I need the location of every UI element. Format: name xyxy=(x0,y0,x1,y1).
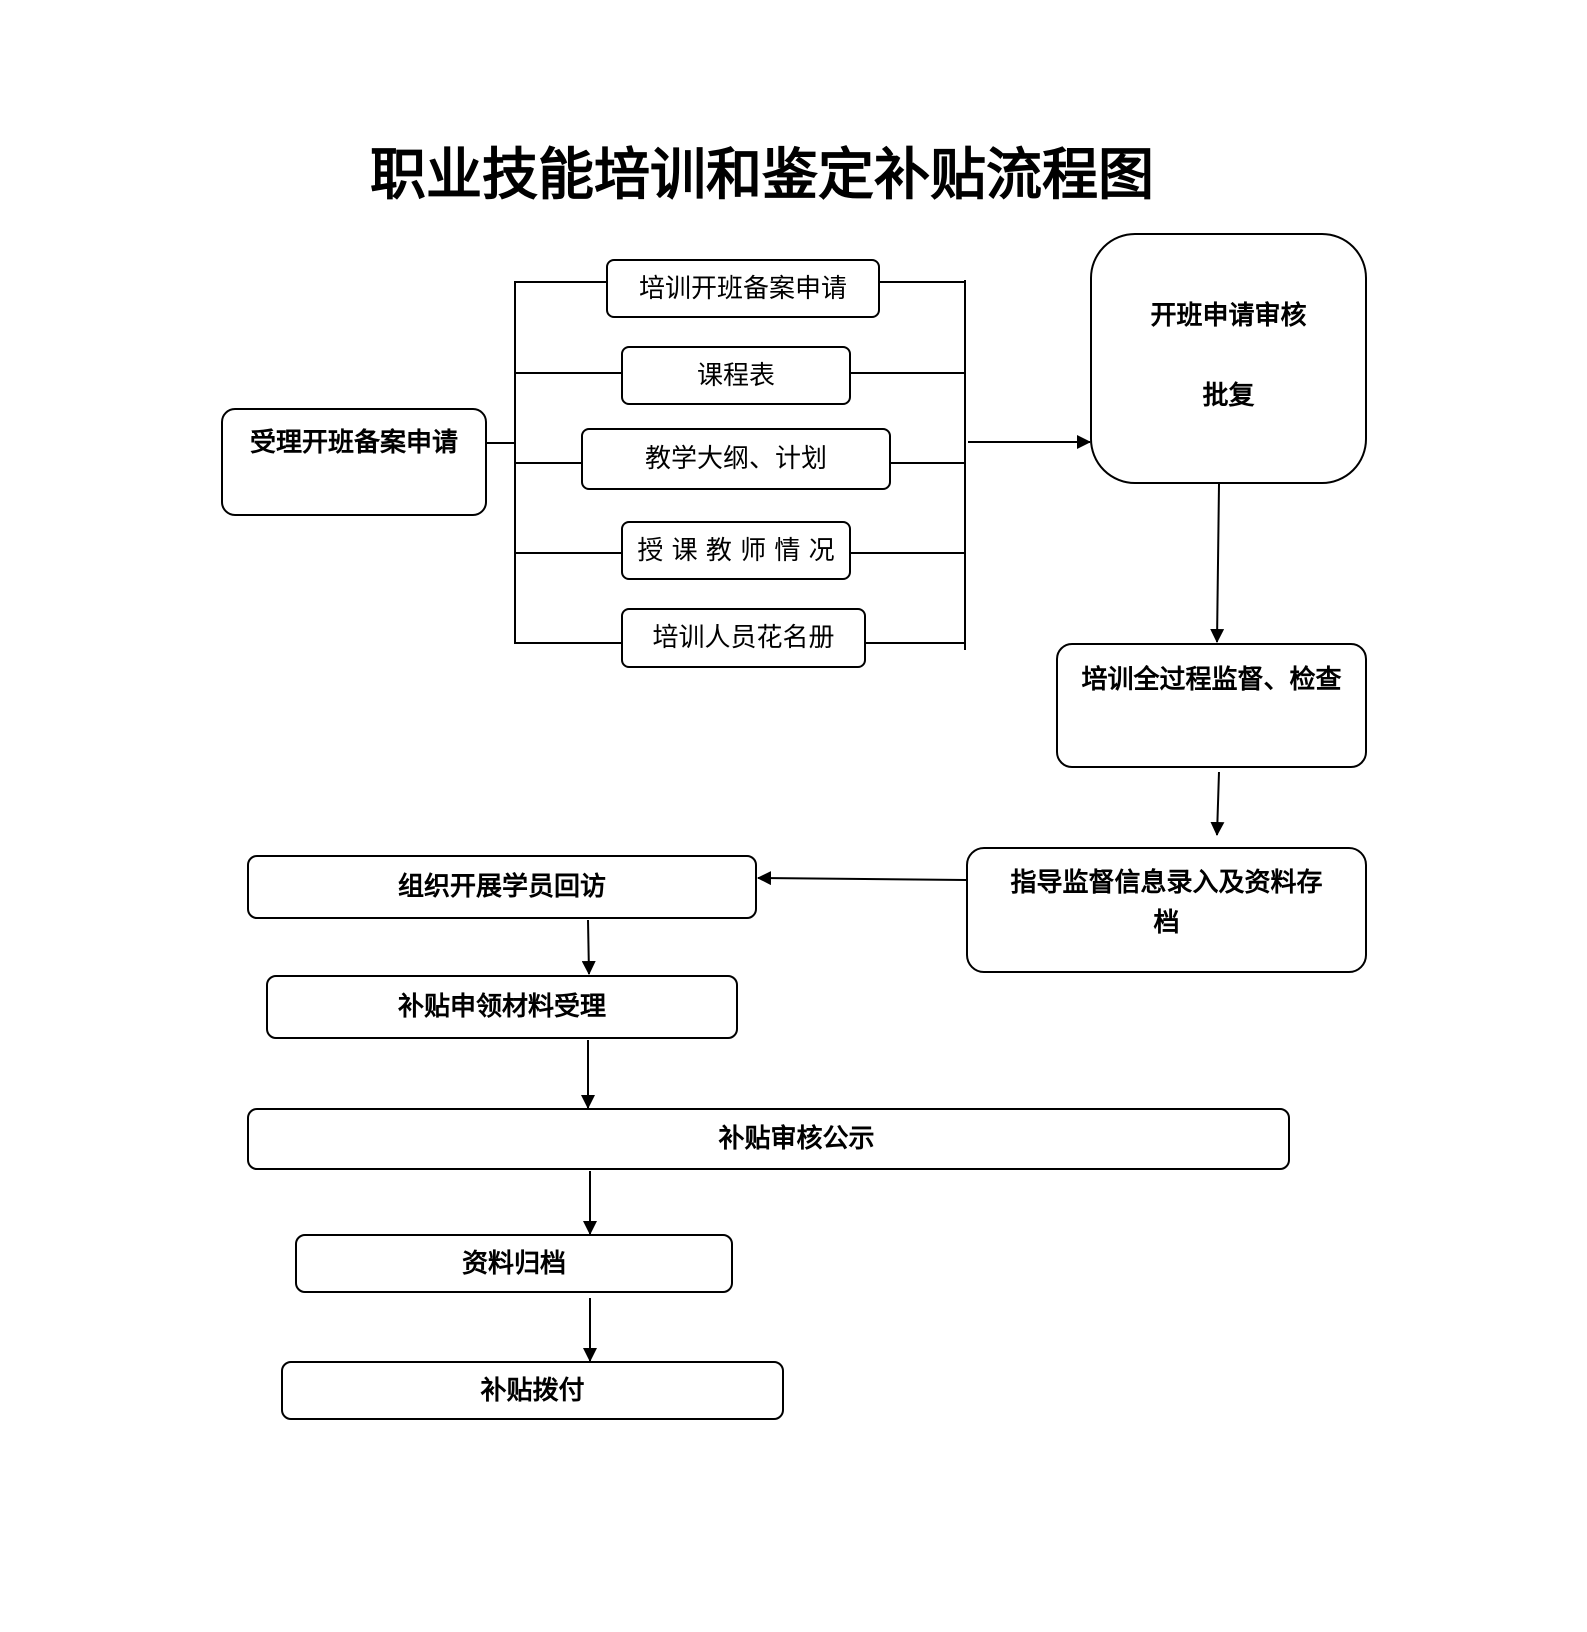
node-material-filing-application: 培训开班备案申请 xyxy=(606,259,880,318)
node-publicity-label: 补贴审核公示 xyxy=(718,1124,875,1154)
node-material-label: 培训人员花名册 xyxy=(652,623,835,653)
node-supervise-inspect: 培训全过程监督、检查 xyxy=(1056,643,1367,768)
node-accept-filing: 受理开班备案申请 xyxy=(221,408,487,516)
arrow-supervise-to-guide xyxy=(1210,771,1225,836)
node-subsidy-payment: 补贴拨付 xyxy=(281,1361,784,1420)
node-review-approval: 开班申请审核 批复 xyxy=(1090,233,1367,484)
arrow-guide-to-visit xyxy=(757,871,967,886)
node-subsidy-application: 补贴申领材料受理 xyxy=(266,975,738,1039)
node-apply-label: 补贴申领材料受理 xyxy=(397,992,606,1022)
node-review-label-line2: 批复 xyxy=(1202,381,1255,411)
arrow-visit-to-apply xyxy=(581,919,596,975)
node-guide-label: 指导监督信息录入及资料存档 xyxy=(1010,868,1323,938)
node-guide-record-archive: 指导监督信息录入及资料存档 xyxy=(966,847,1367,973)
node-material-label: 培训开班备案申请 xyxy=(638,273,847,304)
node-material-schedule: 课程表 xyxy=(621,346,851,405)
node-archive-label: 资料归档 xyxy=(461,1248,566,1279)
node-material-label: 教学大纲、计划 xyxy=(644,444,827,474)
node-student-visit: 组织开展学员回访 xyxy=(247,855,757,919)
node-material-label: 授 课 教 师 情 况 xyxy=(637,535,835,566)
node-archive: 资料归档 xyxy=(295,1234,733,1293)
node-accept-filing-label: 受理开班备案申请 xyxy=(249,428,458,458)
node-subsidy-publicity: 补贴审核公示 xyxy=(247,1108,1290,1170)
node-pay-label: 补贴拨付 xyxy=(480,1375,585,1406)
node-material-teachers: 授 课 教 师 情 况 xyxy=(621,521,851,580)
node-material-syllabus: 教学大纲、计划 xyxy=(581,428,891,490)
node-review-label-line1: 开班申请审核 xyxy=(1150,301,1307,331)
page-title: 职业技能培训和鉴定补贴流程图 xyxy=(370,142,1154,208)
node-material-roster: 培训人员花名册 xyxy=(621,608,866,668)
node-visit-label: 组织开展学员回访 xyxy=(397,872,606,902)
node-material-label: 课程表 xyxy=(696,360,775,391)
node-supervise-label: 培训全过程监督、检查 xyxy=(1081,665,1342,695)
arrow-review-to-supervise xyxy=(1210,483,1225,643)
